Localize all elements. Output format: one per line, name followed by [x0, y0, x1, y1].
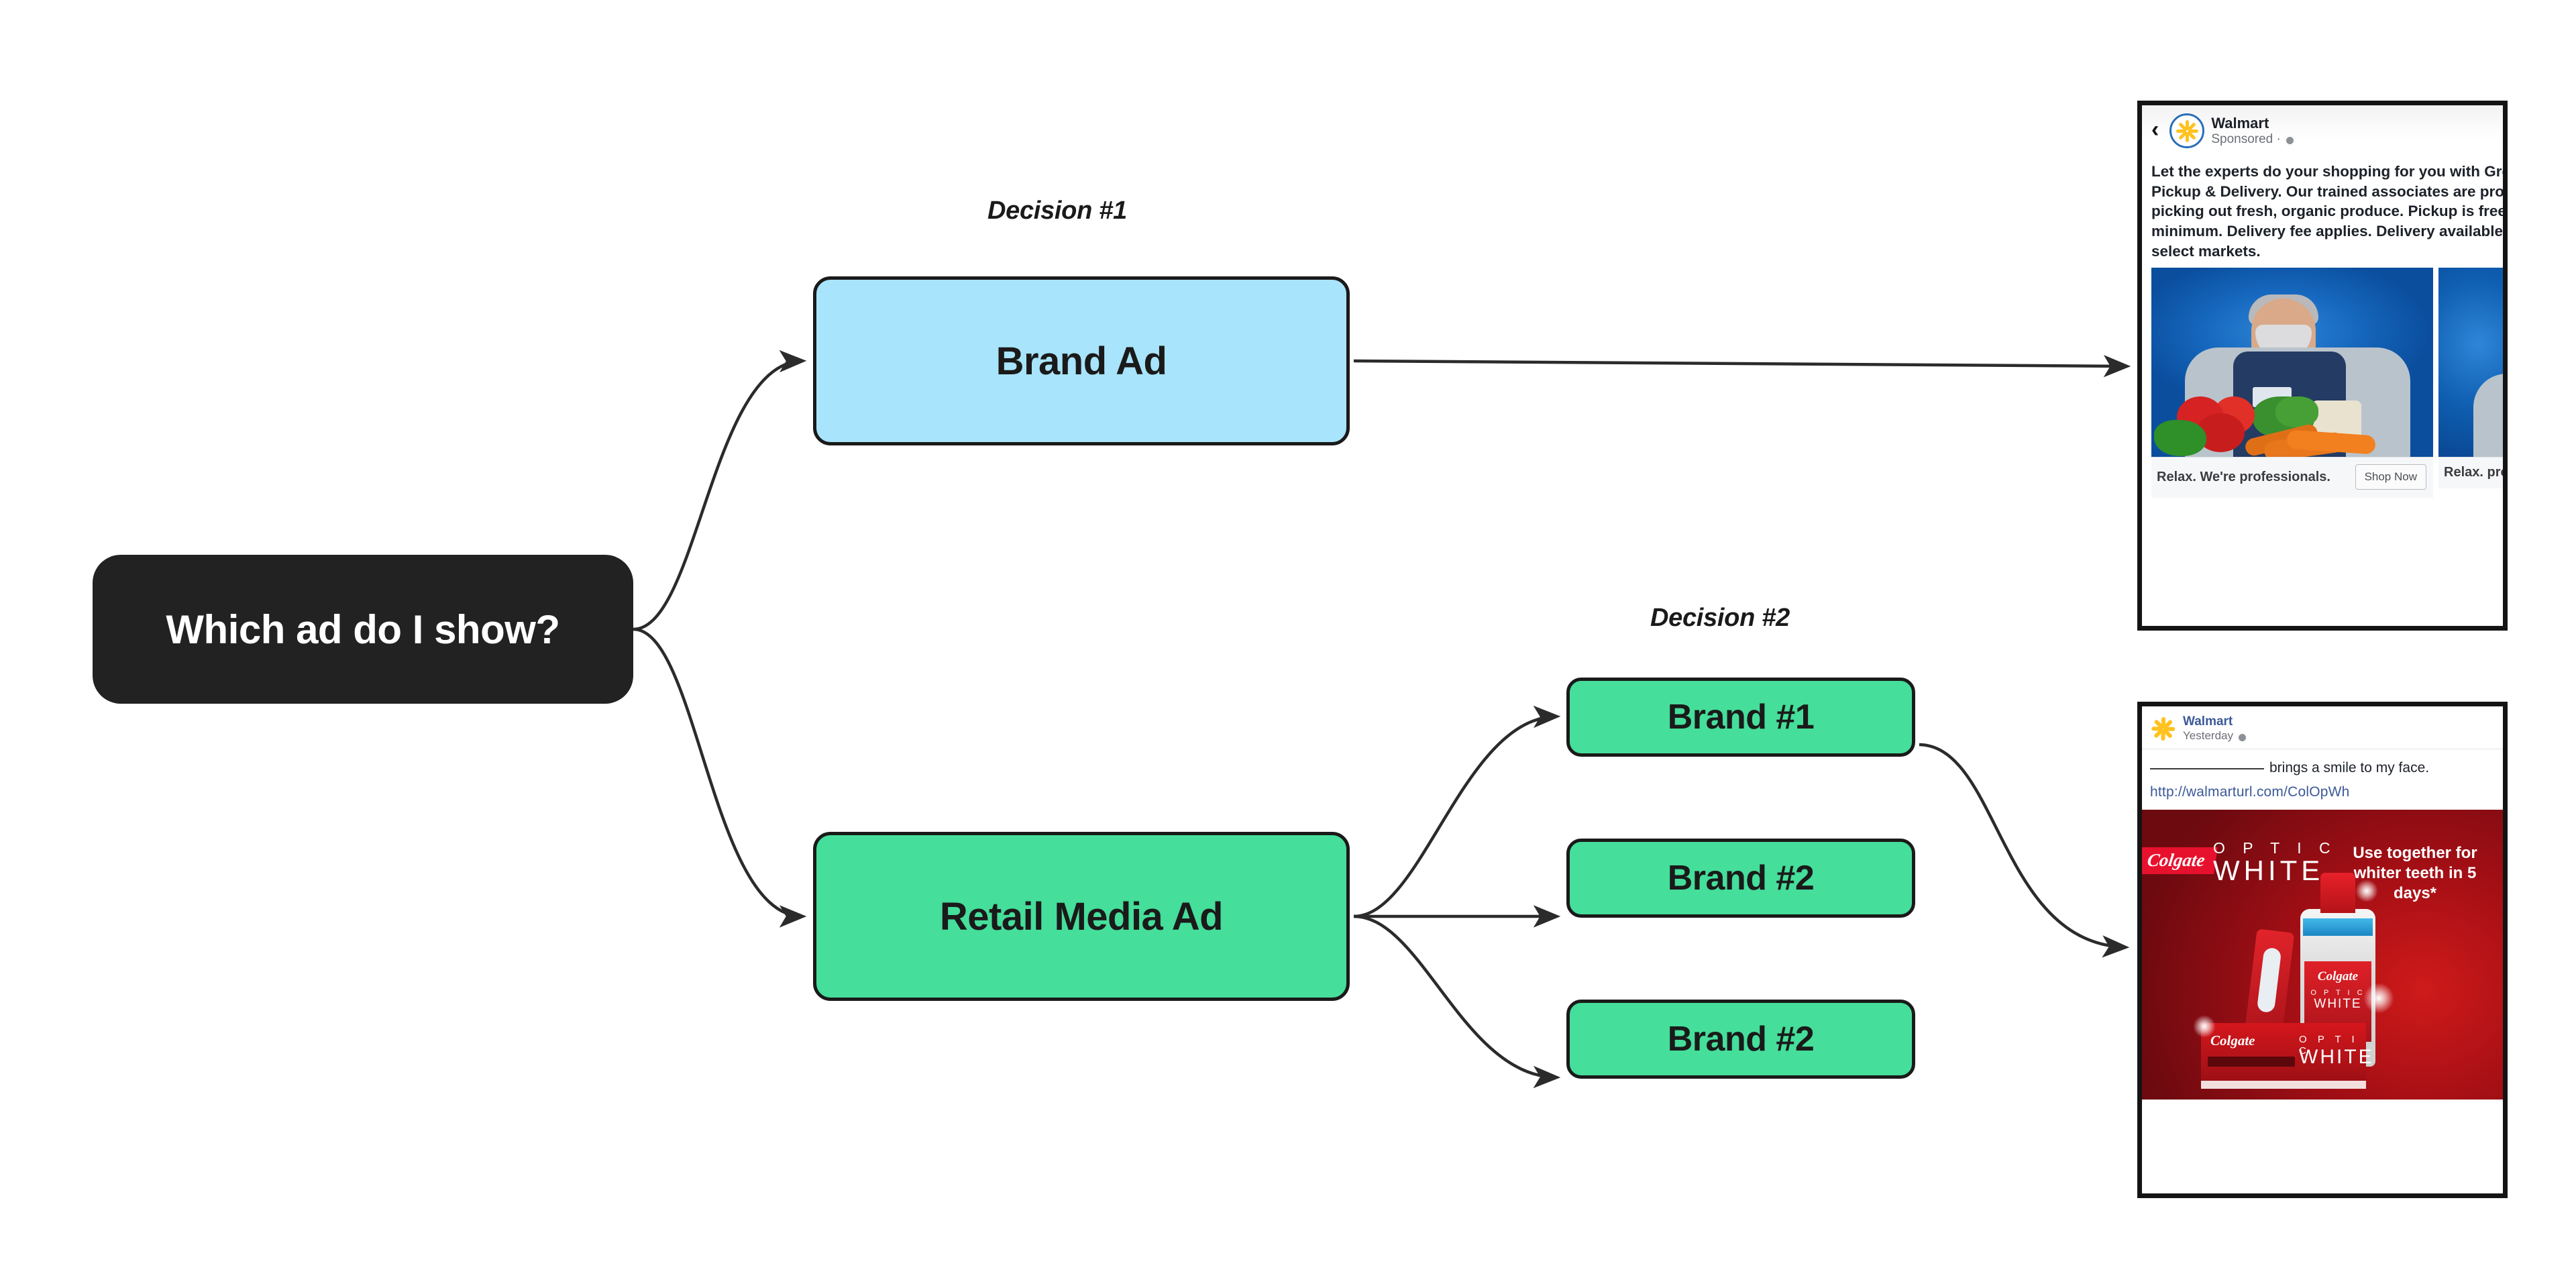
node-brand-2-b-label: Brand #2: [1667, 1020, 1815, 1059]
walmart-spark-icon: [2150, 715, 2177, 742]
caption-decision-1: Decision #1: [987, 197, 1127, 225]
carton-white: WHITE: [2299, 1046, 2374, 1069]
bottle-white: WHITE: [2314, 997, 2362, 1012]
edge-retail-to-brand-1: [1353, 705, 1561, 918]
node-retail-media-ad[interactable]: Retail Media Ad: [813, 832, 1350, 1001]
node-brand-1-label: Brand #1: [1667, 698, 1815, 737]
ad-carousel[interactable]: Relax. We're professionals. Shop Now Rel…: [2142, 268, 2503, 498]
edge-brand-1-to-colgate-ad: [1919, 743, 2130, 958]
node-brand-2-a-label: Brand #2: [1667, 859, 1815, 898]
walmart-ad-panel: ‹ Walmart Sponsored · Let the experts do…: [2137, 101, 2508, 631]
edge-root-to-retail-media-ad: [633, 627, 807, 928]
optic-white-lockup: O P T I C WHITE: [2213, 841, 2337, 886]
node-root-label: Which ad do I show?: [166, 606, 560, 652]
node-brand-ad[interactable]: Brand Ad: [813, 276, 1350, 445]
globe-icon: [2284, 136, 2295, 146]
node-retail-media-ad-label: Retail Media Ad: [939, 894, 1224, 939]
edge-brand-ad-to-walmart-ad: [1353, 355, 2131, 378]
optic-word: O P T I C: [2213, 839, 2337, 857]
sparkle-icon: [2193, 1015, 2216, 1038]
colgate-creative-image: Colgate O P T I C WHITE Use together for…: [2142, 810, 2503, 1100]
carousel-card[interactable]: Relax. profes: [2438, 268, 2508, 498]
walmart-page-name[interactable]: Walmart: [2211, 114, 2269, 131]
creative-tagline: Use together for whiter teeth in 5 days*: [2353, 844, 2477, 903]
timestamp-label: Yesterday: [2183, 729, 2233, 743]
caption-decision-2: Decision #2: [1650, 604, 1790, 632]
edge-retail-to-brand-2b: [1353, 914, 1561, 1089]
toothpaste-carton: Colgate O P T I C WHITE: [2201, 1023, 2372, 1089]
colgate-post-text: brings a smile to my face.: [2142, 749, 2503, 780]
sparkle-icon: [2363, 983, 2394, 1014]
colgate-post-url[interactable]: http://walmarturl.com/ColOpWh: [2150, 784, 2350, 800]
walmart-ad-header: ‹ Walmart Sponsored ·: [2142, 105, 2503, 154]
carton-optic: O P T I C: [2299, 1034, 2359, 1057]
carousel-card[interactable]: Relax. We're professionals. Shop Now: [2151, 268, 2433, 498]
walmart-ad-copy: Let the experts do your shopping for you…: [2142, 154, 2503, 268]
back-chevron-icon[interactable]: ‹: [2151, 117, 2159, 142]
ad-copy-line: Let the experts do your shopping for you…: [2151, 163, 2508, 180]
white-word: WHITE: [2213, 855, 2324, 887]
fill-in-blank: [2150, 768, 2264, 770]
post-text-label: brings a smile to my face.: [2269, 760, 2430, 776]
sparkle-icon: [2355, 879, 2378, 903]
colgate-post-meta: Yesterday: [2183, 729, 2247, 743]
node-brand-1[interactable]: Brand #1: [1566, 678, 1915, 757]
node-brand-2-b[interactable]: Brand #2: [1566, 1000, 1915, 1079]
colgate-post-identity: Walmart Yesterday: [2183, 714, 2247, 743]
walmart-ad-identity: Walmart Sponsored ·: [2211, 115, 2295, 147]
walmart-spark-icon: [2169, 113, 2205, 148]
carousel-card-headline: Relax. profes: [2444, 465, 2508, 480]
produce-basket: [2151, 393, 2433, 458]
carousel-card-image: [2438, 268, 2503, 458]
carton-brand: Colgate: [2210, 1032, 2255, 1049]
colgate-ad-panel: Walmart Yesterday brings a smile to my f…: [2137, 702, 2508, 1198]
carousel-card-image: [2151, 268, 2433, 458]
carousel-card-headline: Relax. We're professionals.: [2157, 470, 2330, 485]
node-brand-ad-label: Brand Ad: [996, 339, 1167, 383]
carton-claim-bar: [2208, 1057, 2295, 1067]
node-root-question[interactable]: Which ad do I show?: [93, 555, 633, 704]
carousel-card-footer: Relax. profes: [2438, 457, 2508, 489]
colgate-logo: Colgate: [2142, 847, 2218, 875]
ad-copy-line: Pickup & Delivery. Our trained associate…: [2151, 182, 2508, 200]
edge-root-to-brand-ad: [633, 350, 807, 631]
node-brand-2-a[interactable]: Brand #2: [1566, 839, 1915, 918]
sponsored-label: Sponsored ·: [2211, 131, 2281, 146]
bottle-brand: Colgate: [2317, 969, 2359, 984]
ad-copy-line: select markets.: [2151, 242, 2261, 260]
walmart-page-name[interactable]: Walmart: [2183, 714, 2233, 729]
walmart-ad-meta: Sponsored ·: [2211, 132, 2295, 147]
carousel-card-footer: Relax. We're professionals. Shop Now: [2151, 457, 2433, 498]
colgate-post-header: Walmart Yesterday: [2142, 706, 2503, 750]
shop-now-button[interactable]: Shop Now: [2355, 464, 2426, 490]
globe-icon: [2237, 732, 2247, 743]
ad-copy-line: picking out fresh, organic produce. Pick…: [2151, 203, 2508, 220]
bottle-optic: O P T I C: [2310, 989, 2365, 998]
ad-copy-line: minimum. Delivery fee applies. Delivery …: [2151, 223, 2508, 240]
